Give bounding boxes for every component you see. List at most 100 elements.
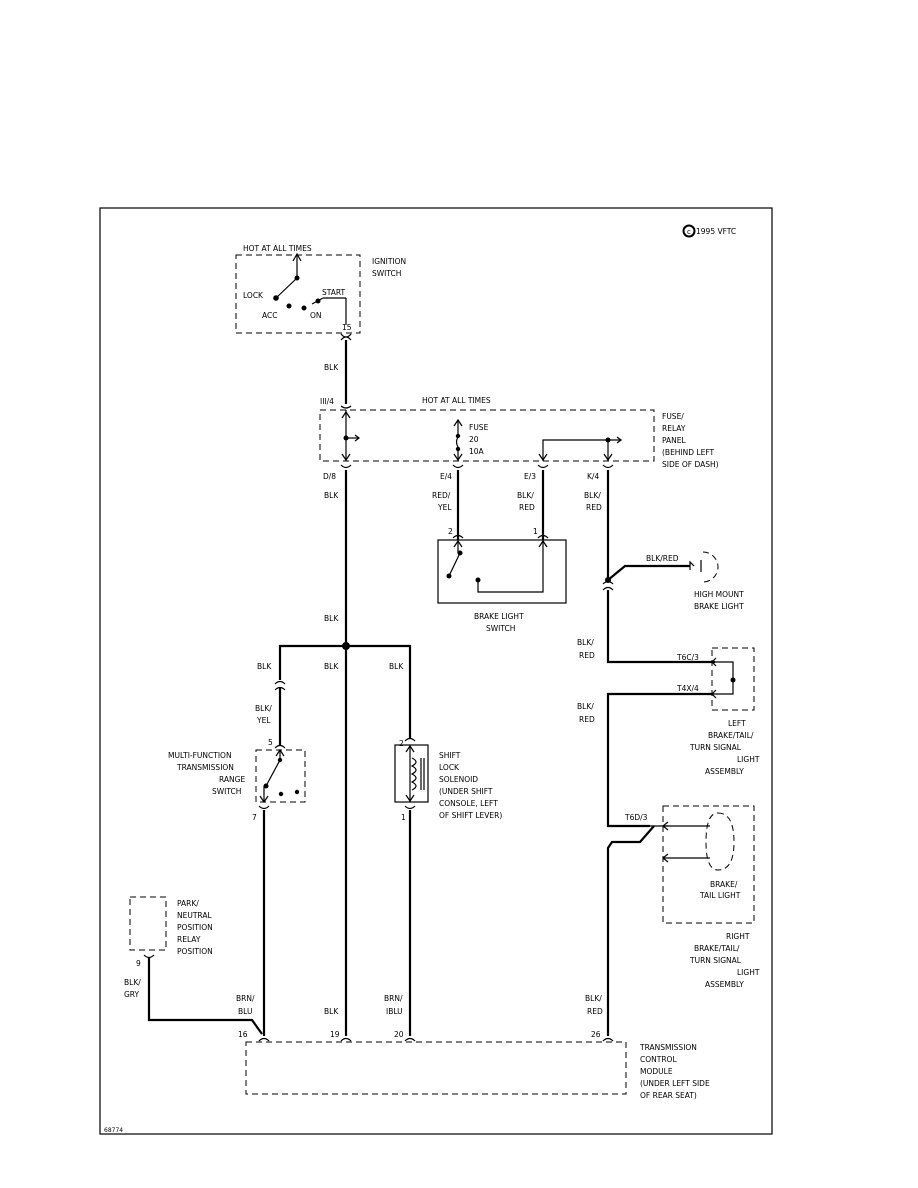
solenoid-title-6: OF SHIFT LEVER)	[439, 811, 502, 820]
fuse-pin-d8: D/8	[323, 472, 336, 481]
right-lamp-bulb-2: TAIL LIGHT	[699, 891, 741, 900]
pn-relay-title-3: POSITION	[177, 923, 213, 932]
mf-switch-pin-5: 5	[268, 738, 273, 747]
wire-right-lamp-to-tcm	[606, 825, 655, 1036]
fuse-label-1: FUSE	[469, 423, 489, 432]
wire-label-blk-red-k4-1: BLK/	[584, 491, 601, 500]
wire-t4x-down	[606, 692, 712, 828]
fuse-pin-e4: E/4	[440, 472, 452, 481]
pn-relay-title-1: PARK/	[177, 899, 199, 908]
wire-label-blk-tcm19: BLK	[324, 1007, 339, 1016]
wire-label-brn-blu-2: BLU	[238, 1007, 252, 1016]
mf-switch-title-2: TRANSMISSION	[176, 763, 234, 772]
left-lamp-pin-t4x: T4X/4	[676, 684, 699, 693]
solenoid-pin-1: 1	[401, 813, 406, 822]
wire-label-blk-red-k4-2: RED	[586, 503, 602, 512]
high-mount-title-1: HIGH MOUNT	[694, 590, 744, 599]
wire-label-blk-red-t6c-1: BLK/	[577, 638, 594, 647]
ignition-pin-15: 15	[342, 323, 352, 332]
brake-switch-title-2: SWITCH	[486, 624, 515, 633]
wire-label-blk-center: BLK	[324, 662, 339, 671]
wire-label-blk-gry-2: GRY	[124, 990, 140, 999]
wire-label-blk-red-26-2: RED	[587, 1007, 603, 1016]
right-lamp-assembly: T6D/3 BRAKE/ TAIL LIGHT RIGHT BRAKE/TAIL…	[624, 805, 760, 989]
fuse-label-3: 10A	[469, 447, 485, 456]
wire-label-blk-gry-1: BLK/	[124, 978, 141, 987]
wire-label-blk-red-t4x-2: RED	[579, 715, 595, 724]
park-neutral-relay: PARK/ NEUTRAL POSITION RELAY POSITION 9	[129, 896, 213, 968]
wire-label-blk-mid: BLK	[324, 614, 339, 623]
tcm-title-5: OF REAR SEAT)	[640, 1091, 697, 1100]
tcm-pin-20: 20	[394, 1030, 404, 1039]
right-lamp-title-4: LIGHT	[737, 968, 760, 977]
fuse-panel-title-1: FUSE/	[662, 412, 684, 421]
pn-relay-title-5: POSITION	[177, 947, 213, 956]
wire-splice-right	[346, 644, 412, 738]
tcm-pin-16: 16	[238, 1030, 248, 1039]
diagram-frame	[99, 207, 773, 1135]
high-mount-title-2: BRAKE LIGHT	[694, 602, 744, 611]
brake-switch-title-1: BRAKE LIGHT	[474, 612, 524, 621]
ignition-start: START	[322, 288, 346, 297]
wire-label-blk-yel-1: BLK/	[255, 704, 272, 713]
left-lamp-title-1: LEFT	[728, 719, 746, 728]
pn-relay-pin: 9	[136, 959, 141, 968]
figure-id: 68774	[104, 1127, 123, 1134]
wire-label-blk-red-26-1: BLK/	[585, 994, 602, 1003]
solenoid-title-3: SOLENOID	[439, 775, 478, 784]
ignition-title-1: IGNITION	[372, 257, 406, 266]
pn-relay-title-4: RELAY	[177, 935, 201, 944]
right-lamp-pin: T6D/3	[624, 813, 648, 822]
right-lamp-bulb-1: BRAKE/	[710, 880, 738, 889]
mf-switch-title-1: MULTI-FUNCTION	[168, 751, 232, 760]
multi-function-switch: 5 MULTI-FUNCTION TRANSMISSION RANGE SWIT…	[168, 738, 306, 822]
left-lamp-title-2: BRAKE/TAIL/	[708, 731, 754, 740]
wire-label-blk-left: BLK	[257, 662, 272, 671]
wire-blk-gry	[147, 958, 263, 1035]
wire-label-brn-iblu-1: BRN/	[384, 994, 403, 1003]
solenoid-title-5: CONSOLE, LEFT	[439, 799, 498, 808]
right-lamp-title-5: ASSEMBLY	[705, 980, 744, 989]
tcm-title-4: (UNDER LEFT SIDE	[640, 1079, 710, 1088]
mf-switch-title-4: SWITCH	[212, 787, 241, 796]
ignition-acc: ACC	[262, 311, 277, 320]
left-lamp-title-5: ASSEMBLY	[705, 767, 744, 776]
left-lamp-assembly: T6C/3 T4X/4 LEFT BRAKE/TAIL/ TURN SIGNAL…	[676, 647, 760, 776]
shift-lock-solenoid: 2 SHIFT LOCK SOLENOID (UNDER SHIFT CONSO…	[394, 737, 502, 822]
right-lamp-title-3: TURN SIGNAL	[689, 956, 742, 965]
solenoid-pin-2: 2	[399, 739, 404, 748]
tcm-title-2: CONTROL	[640, 1055, 677, 1064]
wire-label-blk-ign: BLK	[324, 363, 339, 372]
mf-switch-pin-7: 7	[252, 813, 257, 822]
wire-label-blk-right: BLK	[389, 662, 404, 671]
right-lamp-title-1: RIGHT	[726, 932, 750, 941]
right-lamp-title-2: BRAKE/TAIL/	[694, 944, 740, 953]
wire-label-blk-red-t6c-2: RED	[579, 651, 595, 660]
high-mount-brake-light: BLK/RED HIGH MOUNT BRAKE LIGHT	[602, 551, 744, 611]
fuse-hot-label: HOT AT ALL TIMES	[422, 396, 491, 405]
left-lamp-title-3: TURN SIGNAL	[689, 743, 742, 752]
wire-label-brn-iblu-2: IBLU	[386, 1007, 403, 1016]
mf-switch-title-3: RANGE	[219, 775, 245, 784]
fuse-panel-title-3: PANEL	[662, 436, 687, 445]
wire-label-red-yel-2: YEL	[437, 503, 452, 512]
wire-to-left-lamp-t6c	[606, 590, 715, 664]
wire-label-blk-red-t4x-1: BLK/	[577, 702, 594, 711]
ignition-hot-label: HOT AT ALL TIMES	[243, 244, 312, 253]
tcm-pin-26: 26	[591, 1030, 601, 1039]
transmission-control-module: 16 19 20 26 TRANSMISSION CONTROL MODULE …	[238, 1030, 710, 1100]
wire-label-blk-yel-2: YEL	[256, 716, 271, 725]
pn-relay-title-2: NEUTRAL	[177, 911, 212, 920]
fuse-label-2: 20	[469, 435, 479, 444]
fuse-pin-e3: E/3	[524, 472, 536, 481]
wire-label-brn-blu-1: BRN/	[236, 994, 255, 1003]
solenoid-title-1: SHIFT	[439, 751, 461, 760]
solenoid-title-4: (UNDER SHIFT	[439, 787, 493, 796]
wire-label-red-yel-1: RED/	[432, 491, 451, 500]
ignition-switch: HOT AT ALL TIMES IGNITION SWITCH LOCK AC…	[235, 244, 406, 341]
ignition-lock: LOCK	[243, 291, 264, 300]
wire-label-blk-red-e3-2: RED	[519, 503, 535, 512]
tcm-title-1: TRANSMISSION	[639, 1043, 697, 1052]
brake-light-switch: 2 1 BRAKE LIGHT SWITCH	[437, 527, 567, 633]
